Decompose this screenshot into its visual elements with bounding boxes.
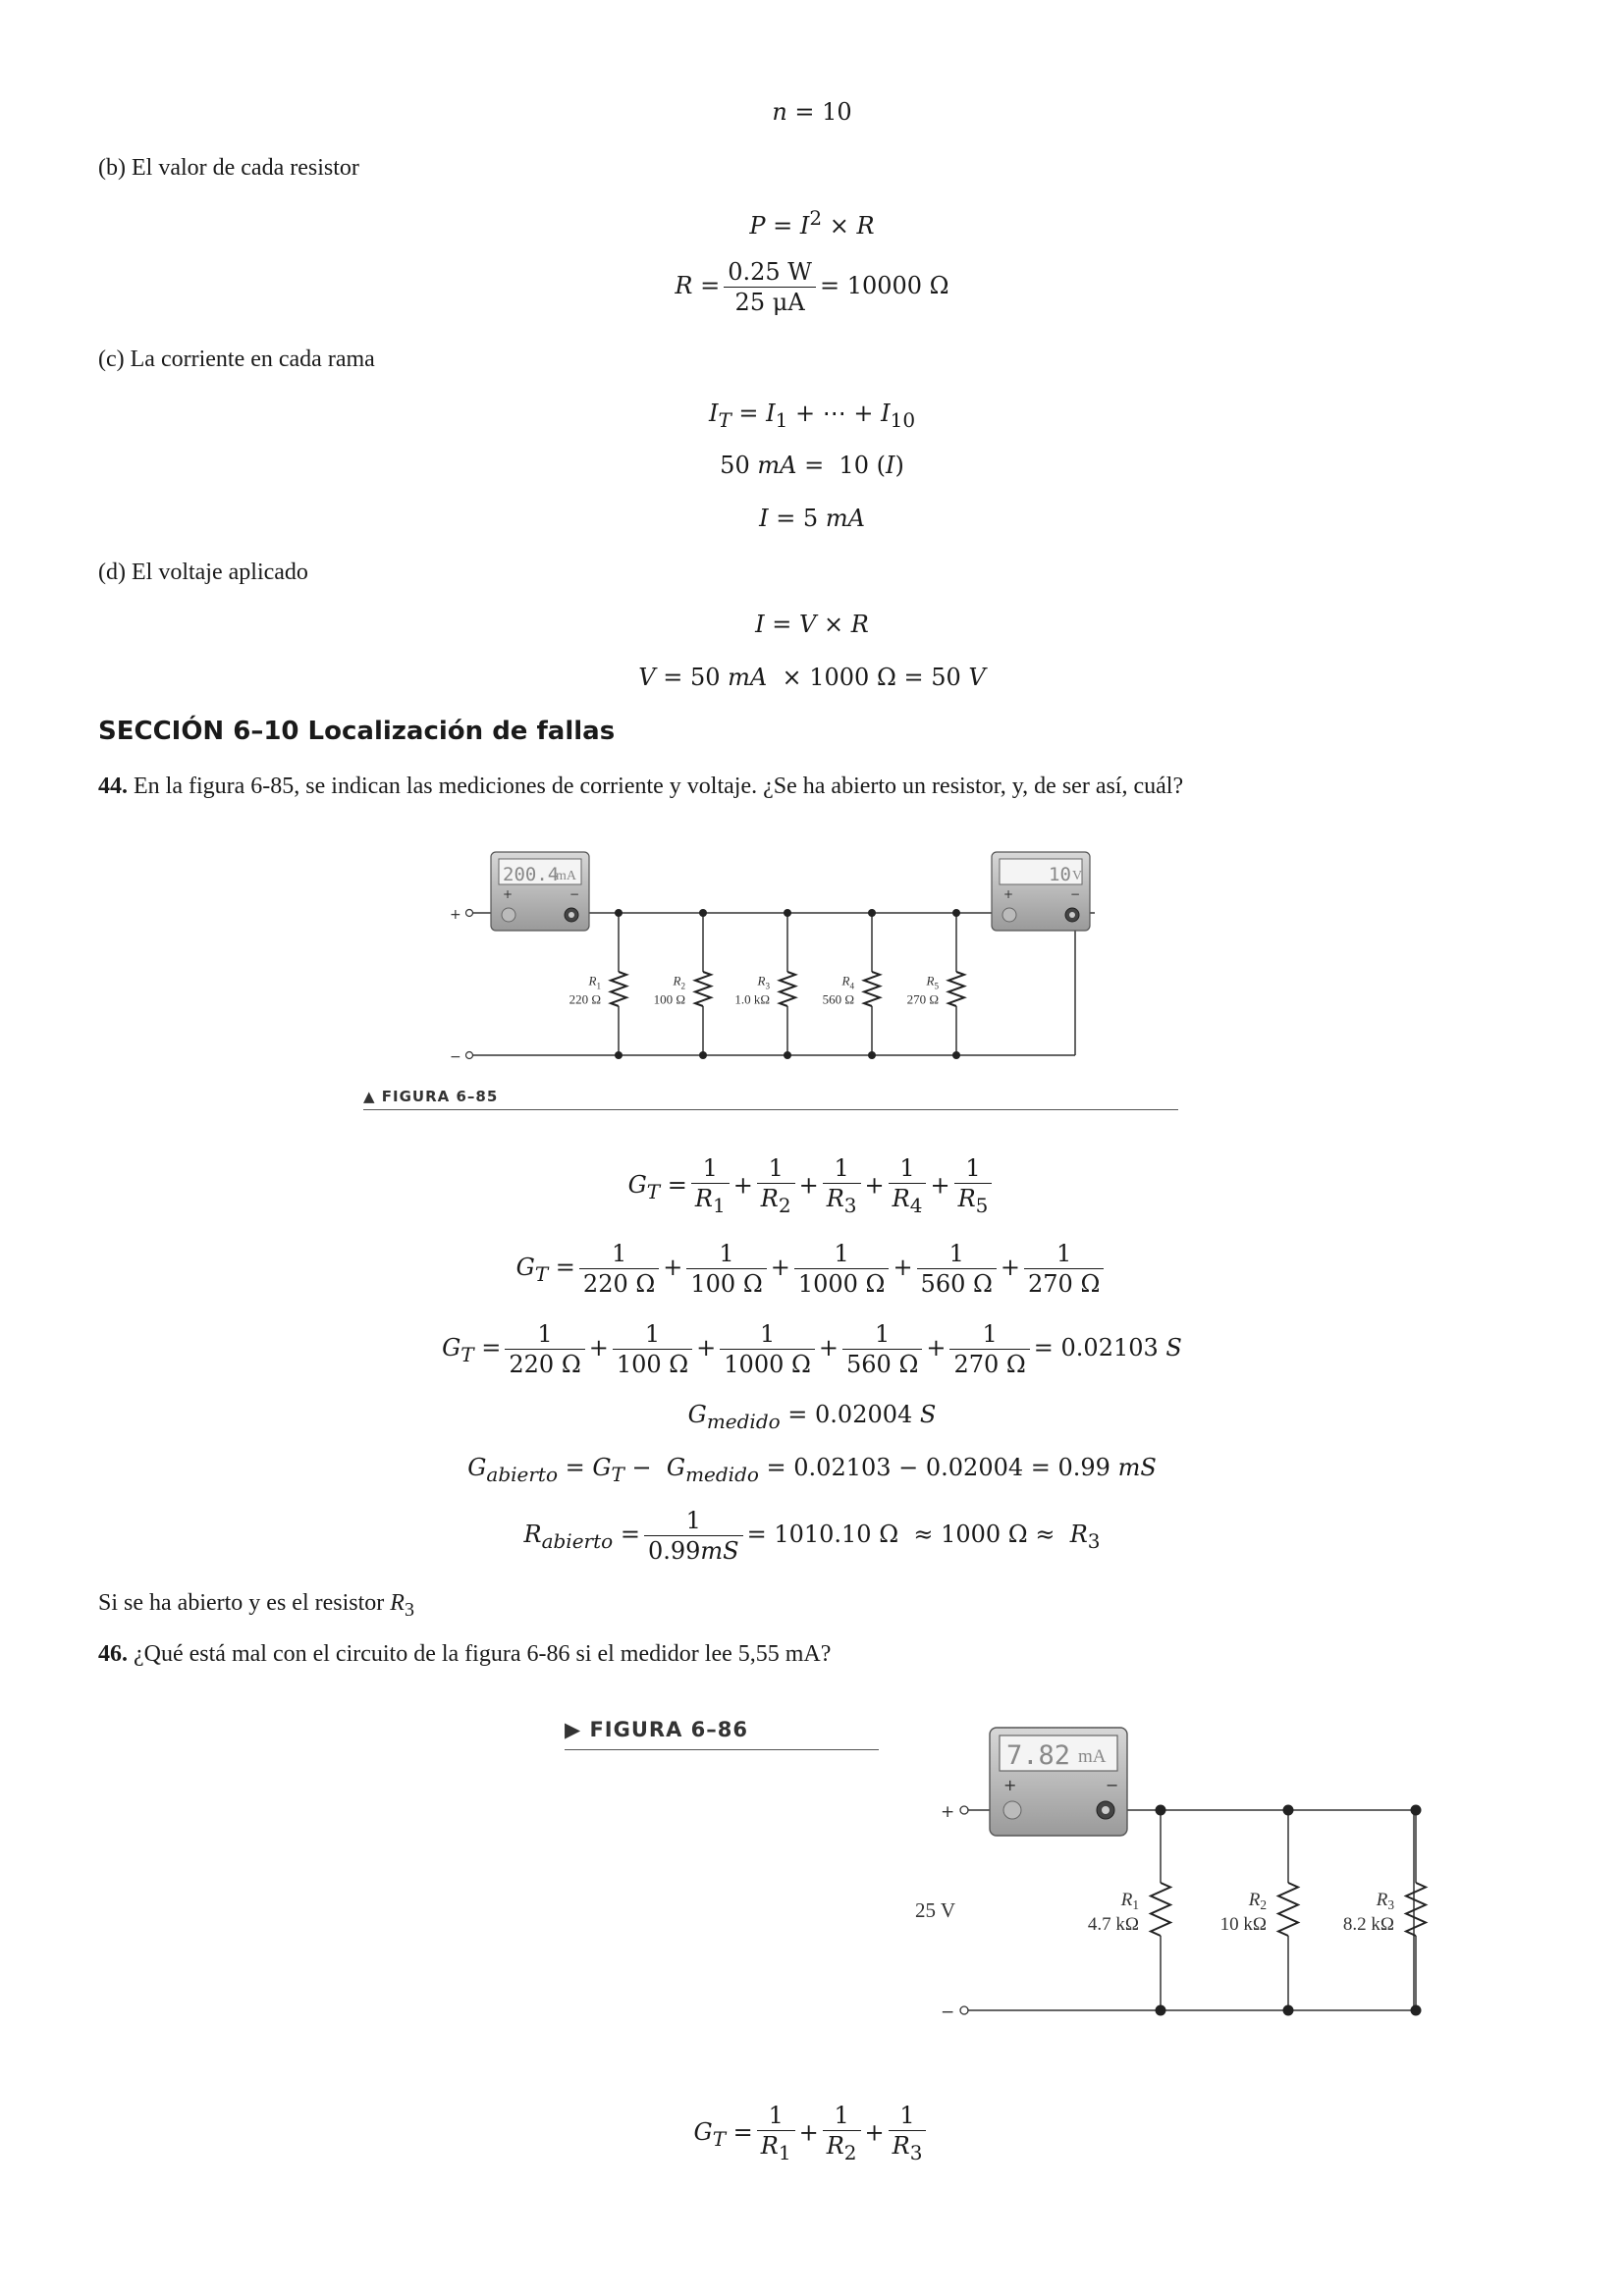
equation-power: P = I2 × R — [749, 206, 875, 240]
resistor-label: R3 — [1376, 1890, 1395, 1912]
resistor-label: R1 — [1120, 1890, 1139, 1912]
equation-voltage: V = 50 mA × 1000 Ω = 50 V — [638, 664, 986, 691]
minus-terminal: − — [450, 1049, 461, 1065]
svg-text:mA: mA — [556, 869, 577, 883]
ammeter-icon: 7.82 mA + − — [989, 1727, 1128, 1837]
svg-text:−: − — [941, 2002, 954, 2022]
resistor-r3: R31.0 kΩ — [734, 909, 798, 1059]
ammeter-icon: 200.4 mA + − — [490, 851, 590, 932]
part-c-label: (c) La corriente en cada rama — [98, 347, 375, 372]
source-label: 25 V — [915, 1898, 955, 1922]
resistor-label: R5 — [926, 974, 940, 991]
resistor-label: R2 — [1248, 1890, 1267, 1912]
equation-g-medido: Gmedido = 0.02004 S — [687, 1401, 937, 1433]
equation-g-abierto: Gabierto = GT − Gmedido = 0.02103 − 0.02… — [467, 1454, 1157, 1486]
equation-total-current: IT = I1 + ⋯ + I10 — [708, 400, 916, 432]
figure-6-85: + − 200.4 mA + − 10 V + − R — [363, 844, 1178, 1110]
resistor-r3: R38.2 kΩ — [1343, 1804, 1429, 2016]
resistor-value: 100 Ω — [654, 992, 685, 1007]
figure-caption: ▲ FIGURA 6–85 — [363, 1088, 499, 1105]
svg-text:−: − — [1106, 1776, 1118, 1794]
voltmeter-reading: 10 — [1049, 864, 1071, 885]
equation-ohm: I = V × R — [755, 611, 869, 638]
svg-text:mA: mA — [1078, 1746, 1107, 1767]
caption-rule — [363, 1109, 1178, 1110]
resistor-label: R4 — [841, 974, 855, 991]
equation-i-5ma: I = 5 mA — [759, 505, 865, 532]
resistor-label: R3 — [757, 974, 771, 991]
svg-text:+: + — [1003, 887, 1013, 901]
svg-text:+: + — [941, 1802, 954, 1822]
svg-text:−: − — [1070, 887, 1080, 901]
answer-44: Si se ha abierto y es el resistor R3 — [98, 1590, 414, 1621]
resistor-value: 1.0 kΩ — [734, 992, 770, 1007]
part-b-label: (b) El valor de cada resistor — [98, 155, 359, 181]
caption-rule-86 — [565, 1749, 879, 1750]
resistor-value: 4.7 kΩ — [1088, 1914, 1139, 1935]
section-heading: SECCIÓN 6–10 Localización de fallas — [98, 717, 616, 746]
resistor-value: 8.2 kΩ — [1343, 1914, 1394, 1935]
resistor-r1: R14.7 kΩ — [1088, 1804, 1173, 2016]
resistor-value: 560 Ω — [823, 992, 854, 1007]
ammeter-reading: 200.4 — [503, 864, 559, 885]
svg-text:+: + — [1003, 1776, 1016, 1794]
question-44: 44. En la figura 6-85, se indican las me… — [98, 774, 1184, 799]
svg-text:V: V — [1072, 869, 1082, 883]
svg-text:+: + — [503, 887, 513, 901]
equation-50ma: 50 mA = 10 (I) — [720, 452, 904, 479]
resistor-label: R2 — [673, 974, 686, 991]
plus-terminal: + — [450, 907, 461, 923]
figure-caption-86: ▶ FIGURA 6–86 — [565, 1718, 748, 1741]
resistor-value: 220 Ω — [569, 992, 601, 1007]
resistor-value: 270 Ω — [907, 992, 939, 1007]
voltmeter-icon: 10 V + − — [991, 851, 1091, 932]
svg-text:−: − — [569, 887, 579, 901]
resistor-value: 10 kΩ — [1220, 1914, 1267, 1935]
ammeter-reading: 7.82 — [1006, 1740, 1070, 1771]
resistor-label: R1 — [588, 974, 602, 991]
equation-n: n = 10 — [772, 98, 852, 126]
circuit-6-85: + − 200.4 mA + − 10 V + − R — [450, 851, 1095, 1065]
figure-6-86: ▶ FIGURA 6–86 + − 25 V 7.82 mA + − — [560, 1708, 1463, 2032]
part-d-label: (d) El voltaje aplicado — [98, 560, 308, 585]
question-46: 46. ¿Qué está mal con el circuito de la … — [98, 1641, 832, 1667]
